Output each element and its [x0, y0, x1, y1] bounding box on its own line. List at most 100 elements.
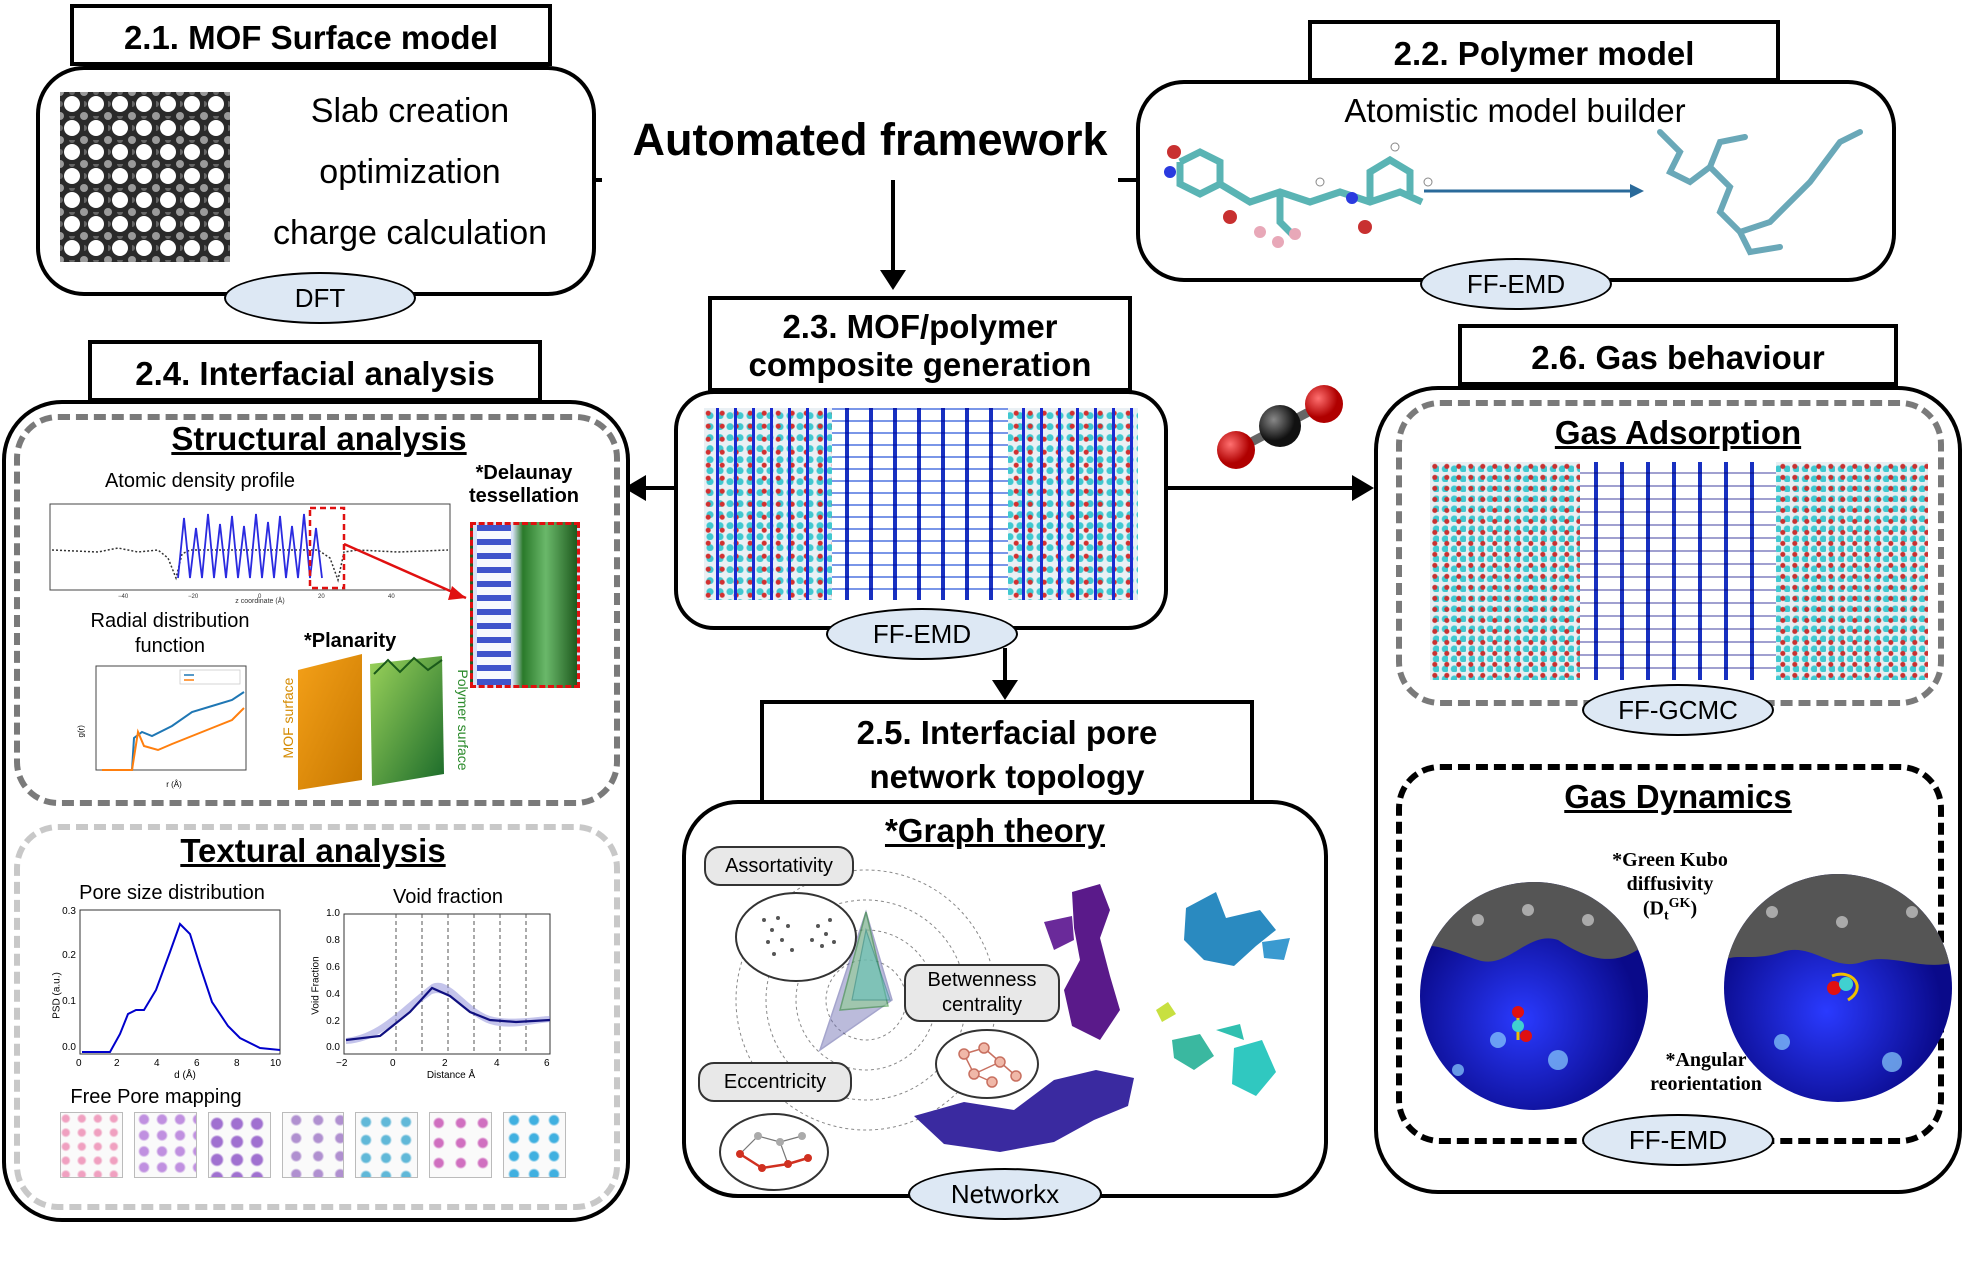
- psd-ytick-1: 0.3: [62, 906, 76, 917]
- s25-badge-networkx: Networkx: [908, 1168, 1102, 1220]
- psd-xtick-3: 4: [154, 1058, 160, 1069]
- pore-map-3: [207, 1112, 271, 1178]
- textural-analysis-box: [14, 824, 620, 1210]
- polymer-arrow: [1424, 184, 1644, 198]
- betweenness-line-1: Betwenness: [927, 969, 1037, 991]
- s26-title: 2.6. Gas behaviour: [1458, 324, 1898, 386]
- svg-text:40: 40: [388, 594, 395, 600]
- pore-network-3d-image: [914, 884, 1290, 1152]
- svg-text:−40: −40: [118, 594, 129, 600]
- s26-badge-ffemd: FF-EMD: [1582, 1114, 1774, 1166]
- void-ytick-3: 0.6: [326, 962, 340, 973]
- gas-adsorption-heading: Gas Adsorption: [1554, 414, 1802, 451]
- gk-sup: GK: [1668, 896, 1691, 911]
- s24-title: 2.4. Interfacial analysis: [88, 340, 542, 402]
- main-title: Automated framework: [632, 114, 1108, 165]
- gk-line-2: diffusivity: [1626, 873, 1714, 895]
- density-profile-label: Atomic density profile: [104, 470, 296, 492]
- s22-title: 2.2. Polymer model: [1308, 20, 1780, 82]
- s21-title: 2.1. MOF Surface model: [70, 4, 552, 66]
- connector-down: [891, 180, 895, 280]
- svg-text:20: 20: [318, 594, 325, 600]
- psd-xtick-6: 10: [270, 1058, 282, 1069]
- pore-mapping-label: Free Pore mapping: [70, 1086, 242, 1108]
- tessellation-image: [470, 522, 580, 688]
- rdf-orange-curve: [102, 707, 245, 771]
- pore-map-1: [60, 1112, 123, 1178]
- mof-lattice-image: [60, 92, 230, 262]
- zoom-arrow: [343, 542, 467, 600]
- density-mof-curve: [177, 513, 323, 579]
- composite-simulation-image: [704, 408, 1138, 600]
- void-ytick-6: 0.0: [326, 1042, 340, 1053]
- connector-right: [1118, 178, 1136, 182]
- connector-to-26: [1168, 486, 1358, 490]
- density-xlabel: z coordinate (Å): [235, 598, 285, 605]
- structural-heading: Structural analysis: [171, 420, 467, 457]
- eccentricity-label: Eccentricity: [698, 1062, 852, 1102]
- eccentricity-graph-icon: [719, 1113, 829, 1191]
- rdf-label: Radial distribution function: [58, 610, 282, 658]
- betweenness-graph-icon: [935, 1029, 1039, 1099]
- s21-line-2: optimization: [319, 153, 501, 191]
- arrow-head-right-26: [1352, 475, 1374, 501]
- psd-yaxis-ticks: 0.3 0.2 0.1 0.0: [52, 906, 76, 1056]
- pore-map-2: [133, 1112, 197, 1178]
- assortativity-graph-icon: [735, 892, 857, 982]
- structural-analysis-box: [14, 414, 620, 806]
- psd-label: Pore size distribution: [79, 882, 265, 904]
- polymer-chain-image: [1657, 129, 1863, 256]
- void-xtick-2: 0: [390, 1058, 396, 1069]
- void-fraction-curve: [345, 986, 551, 1042]
- rdf-line-1: Radial distribution: [90, 610, 250, 632]
- psd-ylabel: PSD (a.u.): [51, 972, 63, 1019]
- void-xtick-4: 4: [494, 1058, 500, 1069]
- void-yaxis-ticks: 1.0 0.8 0.6 0.4 0.2 0.0: [318, 908, 340, 1058]
- monomer-molecule-image: [1164, 142, 1433, 248]
- arrow-head-left-24: [624, 475, 646, 501]
- pore-map-4: [281, 1112, 345, 1178]
- psd-plot: [79, 909, 281, 1055]
- gk-symbol: (D: [1642, 897, 1664, 920]
- arrow-head-down-25: [992, 680, 1018, 700]
- pore-map-5: [355, 1112, 419, 1178]
- s25-title-line-1: 2.5. Interfacial pore: [856, 714, 1158, 751]
- pore-map-7: [503, 1112, 567, 1178]
- connector-to-24: [640, 486, 674, 490]
- void-ylabel: Void Fraction: [310, 956, 322, 1015]
- s25-title-line-2: network topology: [869, 757, 1145, 795]
- angular-line-1: *Angular: [1665, 1049, 1747, 1071]
- s22-badge-ffemd: FF-EMD: [1420, 258, 1612, 310]
- arrow-head-down-23: [880, 270, 906, 290]
- psd-xtick-2: 2: [114, 1058, 120, 1069]
- adsorption-simulation-image: [1430, 462, 1928, 680]
- psd-xtick-1: 0: [76, 1058, 82, 1069]
- connector-to-25: [1003, 648, 1007, 686]
- polymer-surface-label: Polymer surface: [455, 669, 471, 771]
- pore-mapping-thumbnails: [60, 1112, 567, 1178]
- psd-ytick-3: 0.1: [62, 996, 76, 1007]
- s23-title: 2.3. MOF/polymer composite generation: [708, 296, 1132, 392]
- dynamics-sphere-left: [1420, 882, 1648, 1110]
- co2-molecule-icon: [1217, 385, 1343, 469]
- psd-xaxis-ticks: 0 2 4 6 8 10: [76, 1058, 286, 1072]
- void-xtick-1: −2: [336, 1058, 348, 1069]
- psd-ytick-4: 0.0: [62, 1042, 76, 1053]
- delaunay-line-2: tessellation: [468, 485, 580, 507]
- planarity-label: *Planarity: [304, 630, 397, 652]
- s25-title: 2.5. Interfacial pore network topology: [760, 700, 1254, 804]
- rdf-plot: [95, 665, 247, 771]
- gk-line-3: (DtGK): [1582, 896, 1758, 925]
- rdf-blue-curve: [102, 691, 245, 771]
- psd-xtick-4: 6: [194, 1058, 200, 1069]
- textural-heading: Textural analysis: [180, 832, 446, 869]
- void-ytick-2: 0.8: [326, 935, 340, 946]
- green-kubo-label: *Green Kubo diffusivity (DtGK): [1582, 848, 1758, 925]
- mof-surface-label: MOF surface: [280, 677, 296, 759]
- angular-label: *Angular reorientation: [1620, 1048, 1792, 1096]
- gk-line-1: *Green Kubo: [1612, 849, 1728, 871]
- assortativity-label: Assortativity: [704, 846, 854, 886]
- s21-line-3: charge calculation: [272, 214, 548, 252]
- svg-text:0: 0: [258, 594, 262, 600]
